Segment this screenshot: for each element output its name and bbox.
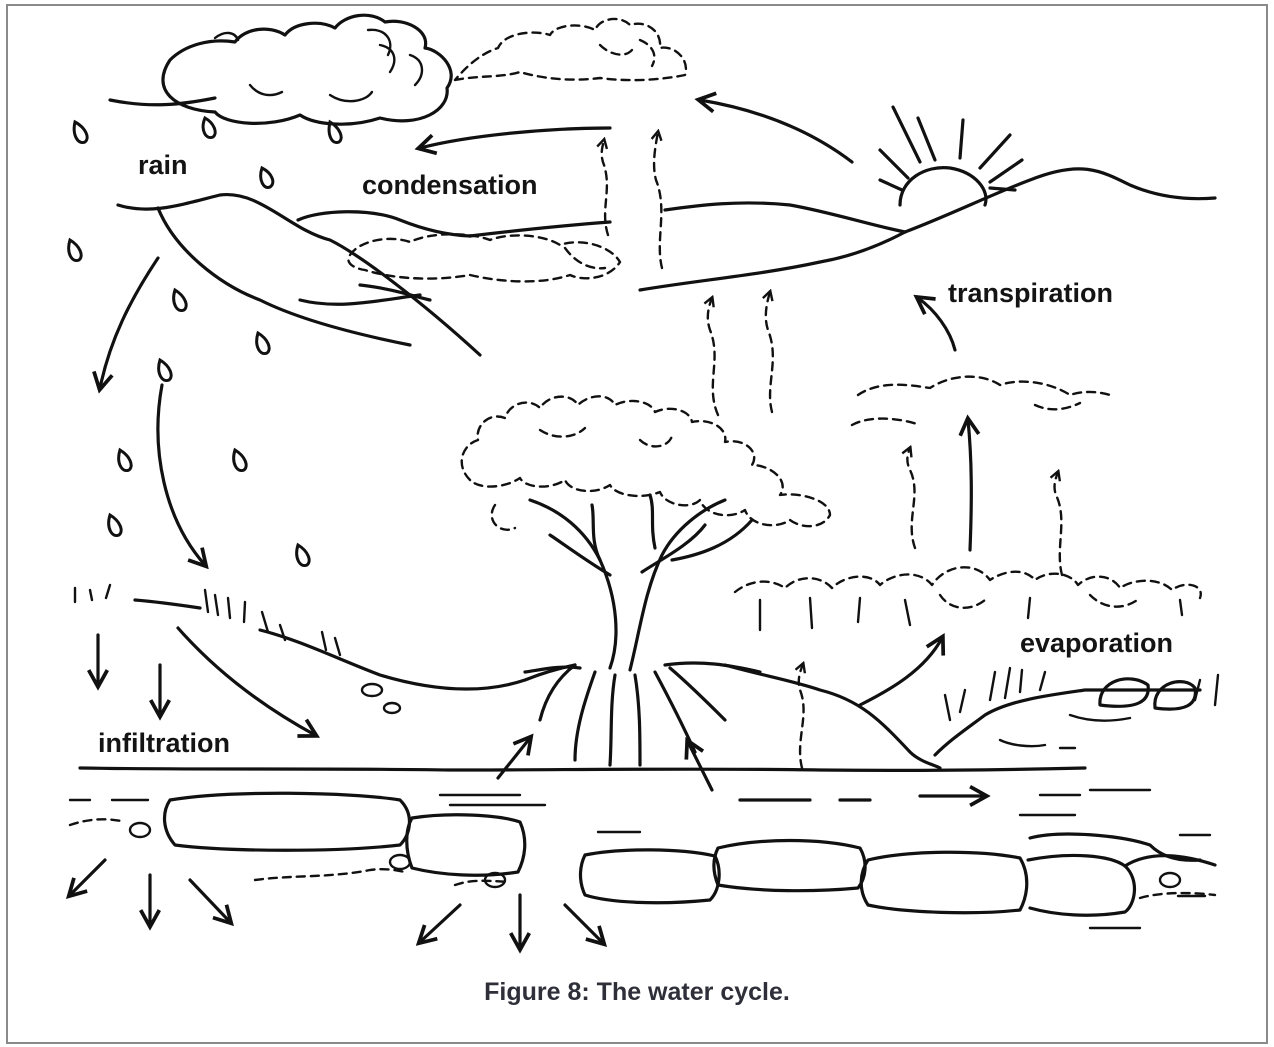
figure-caption: Figure 8: The water cycle. [0, 978, 1274, 1007]
root-arrows [498, 738, 712, 790]
label-infiltration: infiltration [98, 728, 230, 759]
label-transpiration: transpiration [948, 278, 1113, 309]
underground-rocks [70, 793, 1215, 928]
condensing-cloud [455, 19, 686, 80]
rain-cloud [110, 15, 451, 124]
transpiration-mist [852, 377, 1110, 425]
label-condensation: condensation [362, 170, 538, 201]
mountains [118, 169, 1215, 355]
ground-line [70, 768, 1210, 835]
mountain-mist [348, 234, 620, 281]
shrubs [735, 567, 1201, 630]
label-rain: rain [138, 150, 188, 181]
tree [462, 396, 830, 765]
raindrops [69, 118, 341, 566]
vapor-arrows [602, 132, 1062, 768]
pond [935, 668, 1218, 755]
label-evaporation: evaporation [1020, 628, 1173, 659]
